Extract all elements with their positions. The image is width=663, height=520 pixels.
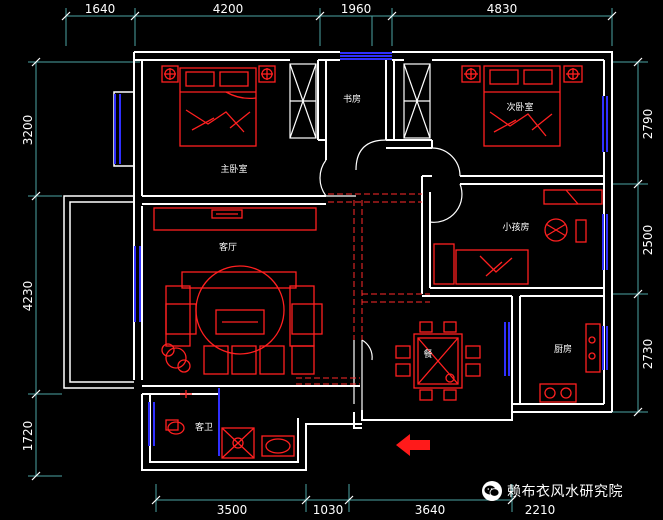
dim-bottom-2: 1030 — [313, 503, 344, 517]
wechat-icon — [482, 481, 502, 501]
dim-right-2: 2500 — [641, 225, 655, 256]
wardrobes — [289, 63, 431, 139]
dining-table — [395, 321, 481, 401]
dim-left-1: 3200 — [21, 115, 35, 146]
dim-left-3: 1720 — [21, 421, 35, 452]
dimension-lines — [28, 8, 648, 512]
windows — [114, 52, 608, 456]
room-label-living-room: 客厅 — [219, 241, 237, 253]
walls — [133, 51, 613, 471]
dim-bottom-3: 3640 — [415, 503, 446, 517]
room-label-dining: 餐 — [423, 348, 432, 360]
watermark: 赖布衣风水研究院 — [482, 479, 623, 503]
dim-top-4: 4830 — [487, 2, 518, 16]
bath-fixtures — [165, 390, 295, 459]
axis-guides — [296, 193, 430, 385]
balcony — [63, 195, 134, 389]
furniture — [153, 63, 603, 459]
kitchen-fixtures — [539, 323, 601, 403]
master-bed — [161, 65, 276, 147]
tv-cabinet — [153, 207, 317, 231]
dim-bottom-4: 2210 — [525, 503, 556, 517]
second-bed — [461, 65, 583, 147]
room-label-study: 书房 — [343, 93, 361, 105]
dim-top-1: 1640 — [85, 2, 116, 16]
room-label-second-bedroom: 次卧室 — [506, 101, 533, 113]
room-label-kids-room: 小孩房 — [502, 221, 529, 233]
room-label-guest-bath: 客卫 — [195, 421, 213, 433]
dim-bottom-1: 3500 — [217, 503, 248, 517]
dim-top-2: 4200 — [213, 2, 244, 16]
dim-left-2: 4230 — [21, 281, 35, 312]
doors — [319, 139, 463, 410]
dimension-ticks — [31, 11, 643, 505]
dim-right-1: 2790 — [641, 109, 655, 140]
entry-arrow — [396, 434, 430, 456]
dim-right-3: 2730 — [641, 339, 655, 370]
kids-furniture — [433, 189, 603, 285]
bay-window — [113, 91, 134, 167]
room-label-kitchen: 厨房 — [554, 343, 572, 355]
room-label-master-bedroom: 主卧室 — [220, 163, 247, 175]
watermark-text: 赖布衣风水研究院 — [507, 484, 623, 500]
dim-top-3: 1960 — [341, 2, 372, 16]
sofa-set — [161, 265, 323, 375]
